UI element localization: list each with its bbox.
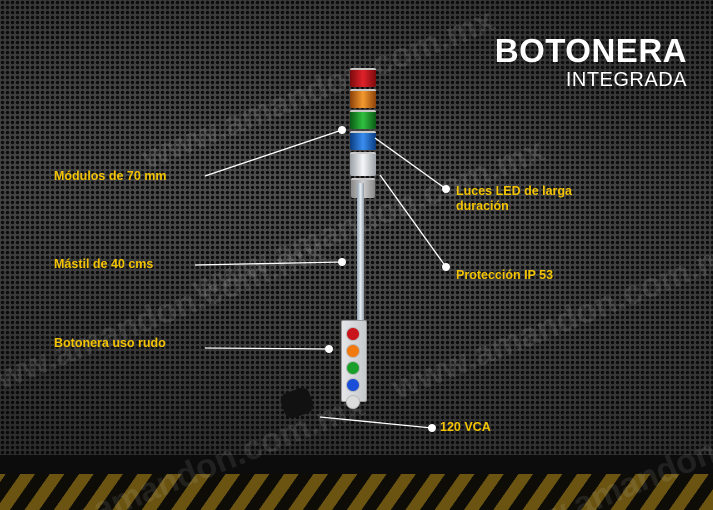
mast-pole [357, 183, 364, 323]
label-proteccion: Protección IP 53 [456, 268, 554, 282]
page-title: BOTONERA INTEGRADA [495, 34, 687, 92]
hazard-stripes [0, 474, 713, 510]
title-main: BOTONERA [494, 32, 687, 69]
tower-orange-module [350, 89, 376, 108]
label-voltaje: 120 VCA [440, 420, 491, 434]
label-botonera: Botonera uso rudo [54, 336, 166, 350]
label-mastil: Mástil de 40 cms [54, 257, 154, 271]
tower-blue-module [350, 131, 376, 150]
signal-tower [349, 68, 377, 200]
button-blue [346, 378, 360, 392]
label-modulos: Módulos de 70 mm [54, 169, 167, 183]
label-luces-led: Luces LED de larga duración [456, 184, 572, 214]
button-white [346, 395, 360, 409]
button-green [346, 361, 360, 375]
pushbutton-station [341, 320, 367, 409]
tower-green-module [350, 110, 376, 129]
title-sub: INTEGRADA [565, 69, 687, 91]
label-luces-line2: duración [456, 199, 509, 213]
tower-red-module [350, 68, 376, 87]
button-orange [346, 344, 360, 358]
button-red [346, 327, 360, 341]
tower-white-module [350, 152, 376, 176]
label-luces-line1: Luces LED de larga [456, 184, 573, 198]
dark-band [0, 455, 713, 475]
